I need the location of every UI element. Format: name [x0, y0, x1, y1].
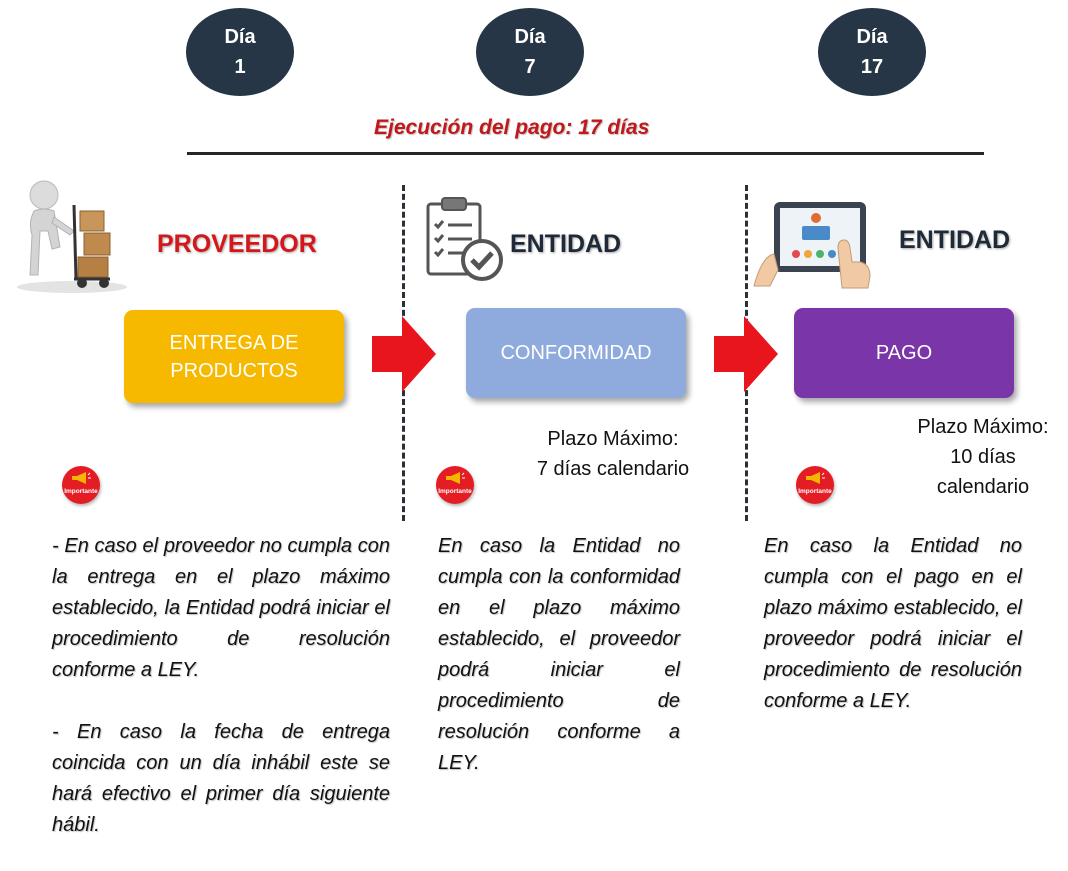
megaphone-icon: [72, 472, 91, 484]
note-proveedor-paragraph-1: - En caso el proveedor no cumpla con la …: [52, 535, 390, 681]
box-conformidad-label: CONFORMIDAD: [500, 342, 652, 364]
importante-badge-2: Importante: [436, 466, 474, 504]
day-7-label: Día: [514, 26, 546, 48]
box-entrega-line-2: PRODUCTOS: [170, 359, 298, 382]
plazo-conformidad-line-2: 7 días calendario: [536, 458, 690, 480]
note-entidad-conformidad: En caso la Entidad no cumpla con la conf…: [438, 531, 680, 779]
importante-badge-1: Importante: [62, 466, 100, 504]
box-conformidad: CONFORMIDAD: [466, 308, 686, 398]
megaphone-icon: [446, 472, 465, 484]
day-17-label: Día: [856, 26, 888, 48]
box-pago-label: PAGO: [875, 342, 933, 364]
importante-badge-3: Importante: [796, 466, 834, 504]
plazo-pago: Plazo Máximo: 10 días calendario: [898, 412, 1068, 502]
plazo-pago-line-2: 10 días: [950, 446, 1016, 468]
day-1-number: 1: [234, 56, 246, 78]
day-17-number: 17: [860, 56, 884, 78]
note-entidad-pago-text: En caso la Entidad no cumpla con el pago…: [764, 535, 1022, 712]
note-entidad-conformidad-text: En caso la Entidad no cumpla con la conf…: [438, 535, 680, 774]
note-entidad-pago: En caso la Entidad no cumpla con el pago…: [764, 531, 1022, 717]
box-entrega-productos: ENTREGA DE PRODUCTOS: [124, 310, 344, 403]
box-entrega-line-1: ENTREGA DE: [169, 331, 299, 354]
delivery-person-icon: [10, 175, 135, 295]
timeline-line: [187, 152, 984, 155]
tablet-payment-icon: [752, 196, 877, 291]
importante-label-2: Importante: [438, 488, 472, 495]
execution-label: Ejecución del pago: 17 días: [374, 116, 650, 139]
megaphone-icon: [806, 472, 825, 484]
arrow-1: [372, 314, 438, 399]
note-proveedor-paragraph-2: - En caso la fecha de entrega coincida c…: [52, 721, 390, 836]
plazo-conformidad-line-1: Plazo Máximo:: [547, 428, 679, 450]
role-entidad-conformidad: ENTIDAD: [510, 230, 622, 258]
role-proveedor: PROVEEDOR: [157, 230, 317, 258]
importante-label-1: Importante: [64, 488, 98, 495]
box-pago: PAGO: [794, 308, 1014, 398]
role-entidad-pago: ENTIDAD: [899, 226, 1011, 254]
checklist-icon: [424, 196, 506, 284]
plazo-pago-line-1: Plazo Máximo:: [917, 416, 1049, 438]
arrow-2: [714, 314, 780, 399]
plazo-conformidad: Plazo Máximo: 7 días calendario: [508, 424, 718, 484]
day-7-number: 7: [524, 56, 536, 78]
day-17-circle: Día 17: [818, 8, 926, 96]
day-1-circle: Día 1: [186, 8, 294, 96]
day-1-label: Día: [224, 26, 256, 48]
importante-label-3: Importante: [798, 488, 832, 495]
plazo-pago-line-3: calendario: [936, 476, 1030, 498]
note-proveedor: - En caso el proveedor no cumpla con la …: [52, 531, 390, 841]
day-7-circle: Día 7: [476, 8, 584, 96]
